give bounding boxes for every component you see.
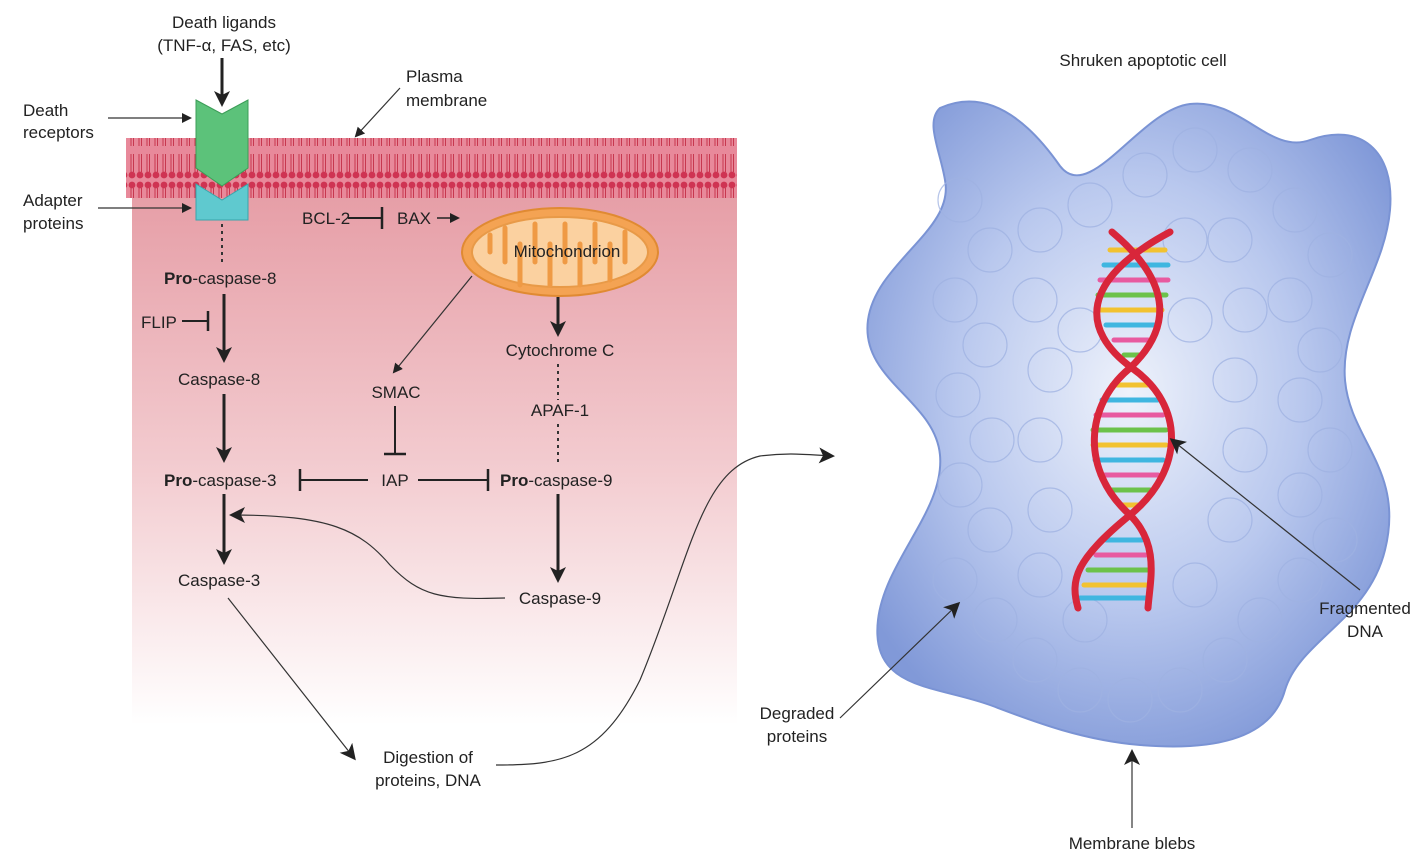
digestion-to-cell-arrow bbox=[495, 447, 835, 766]
cytochrome-c-label: Cytochrome C bbox=[506, 341, 615, 360]
shrunken-apoptotic-cell bbox=[866, 100, 1392, 748]
caspase9-to-procaspase3-arrow bbox=[229, 507, 506, 600]
mitochondrion-label: Mitochondrion bbox=[514, 242, 621, 261]
digestion-label-1: Digestion of bbox=[383, 748, 473, 767]
fragmented-dna-helix bbox=[1071, 228, 1175, 612]
apaf-1-label: APAF-1 bbox=[531, 401, 589, 420]
pro-caspase-9-label: Pro-caspase-9 bbox=[500, 471, 612, 490]
degraded-proteins-pointer bbox=[839, 601, 961, 719]
fragmented-dna-pointer bbox=[1169, 438, 1361, 591]
plasma-membrane-label-2: membrane bbox=[406, 91, 487, 110]
mitochondrion-organelle bbox=[461, 207, 659, 297]
flip-label: FLIP bbox=[141, 313, 177, 332]
adapter-proteins-label-2: proteins bbox=[23, 214, 83, 233]
plasma-membrane-pointer bbox=[354, 87, 401, 138]
bax-label: BAX bbox=[397, 209, 431, 228]
mito-to-smac-arrow bbox=[392, 275, 473, 374]
fragmented-dna-label-2: DNA bbox=[1347, 622, 1384, 641]
iap-label: IAP bbox=[381, 471, 408, 490]
caspase-9-label: Caspase-9 bbox=[519, 589, 601, 608]
death-ligands-label-1: Death ligands bbox=[172, 13, 276, 32]
pro-caspase-8-label: Pro-caspase-8 bbox=[164, 269, 276, 288]
caspase-8-label: Caspase-8 bbox=[178, 370, 260, 389]
degraded-proteins-label-2: proteins bbox=[767, 727, 827, 746]
shrunken-cell-label: Shruken apoptotic cell bbox=[1059, 51, 1226, 70]
bcl2-label: BCL-2 bbox=[302, 209, 350, 228]
degraded-proteins-label-1: Degraded bbox=[760, 704, 835, 723]
plasma-membrane-label-1: Plasma bbox=[406, 67, 463, 86]
caspase-3-label: Caspase-3 bbox=[178, 571, 260, 590]
membrane-blebs-label: Membrane blebs bbox=[1069, 834, 1196, 853]
adapter-protein-shape bbox=[195, 183, 249, 221]
smac-label: SMAC bbox=[371, 383, 420, 402]
death-ligands-label-2: (TNF-α, FAS, etc) bbox=[157, 36, 291, 55]
death-receptors-label-2: receptors bbox=[23, 123, 94, 142]
pro-caspase-3-label: Pro-caspase-3 bbox=[164, 471, 276, 490]
adapter-proteins-label-1: Adapter bbox=[23, 191, 83, 210]
digestion-label-2: proteins, DNA bbox=[375, 771, 481, 790]
death-receptors-label-1: Death bbox=[23, 101, 68, 120]
caspase3-to-digestion-arrow bbox=[227, 597, 356, 761]
fragmented-dna-label-1: Fragmented bbox=[1319, 599, 1411, 618]
death-receptor-shape bbox=[195, 99, 249, 187]
